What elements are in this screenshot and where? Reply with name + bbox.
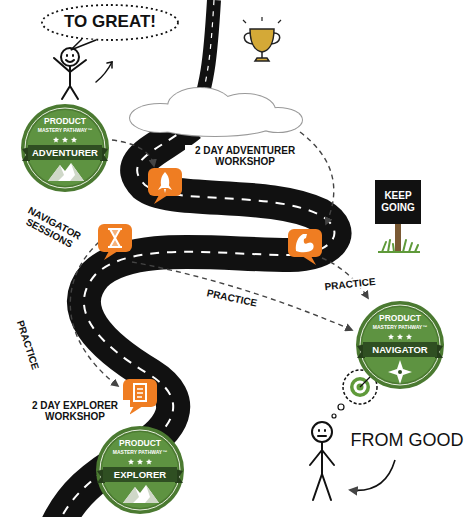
art-part xyxy=(61,48,79,66)
node-text: TO GREAT! xyxy=(64,13,156,32)
badge-star xyxy=(62,137,68,143)
level-badge: PRODUCT MASTERY PATHWAY™ EXPLORER xyxy=(95,425,185,515)
art-part xyxy=(137,389,143,397)
mountain-shade xyxy=(123,485,159,503)
compass-center xyxy=(398,370,402,374)
art-part xyxy=(350,460,395,490)
art-part xyxy=(104,251,118,260)
art-part xyxy=(302,256,316,265)
node-text: ADVENTURER xyxy=(32,147,98,158)
art-part xyxy=(161,172,169,188)
step-label: PRACTICE xyxy=(322,276,378,293)
trophy xyxy=(243,17,281,61)
badge-star xyxy=(388,334,394,340)
art-part xyxy=(243,17,281,23)
node-text: PRODUCT xyxy=(95,439,185,448)
art-part xyxy=(250,29,274,52)
art-part xyxy=(338,404,344,410)
art-part xyxy=(148,168,182,196)
art-part xyxy=(129,406,143,415)
mountain-icon xyxy=(48,163,84,181)
art-part xyxy=(96,62,112,82)
art-part xyxy=(300,132,334,224)
step-label: NAVIGATOR SESSIONS xyxy=(15,201,89,254)
mountain-shade xyxy=(48,163,84,181)
art-part xyxy=(108,229,122,247)
speech-bubble: TO GREAT! xyxy=(40,4,180,41)
rocket-icon xyxy=(148,168,182,204)
art-part xyxy=(288,229,322,257)
art-part xyxy=(296,234,314,252)
badge-band xyxy=(28,145,102,160)
keep-going-sign: KEEP GOING xyxy=(375,180,421,224)
node-text: KEEP GOING xyxy=(380,190,416,214)
badge-star xyxy=(71,137,77,143)
sign-post xyxy=(378,222,420,252)
compass-icon xyxy=(388,360,412,384)
badge-star xyxy=(137,459,143,465)
step-label: 2 DAY EXPLORER WORKSHOP xyxy=(20,400,130,422)
art-part xyxy=(98,224,132,252)
art-part xyxy=(155,112,275,136)
node-text: MASTERY PATHWAY™ xyxy=(95,450,185,455)
art-part xyxy=(255,52,269,61)
art-part xyxy=(332,414,336,418)
badge-star xyxy=(146,459,152,465)
step-label: PRACTICE xyxy=(14,317,41,373)
node-text: MASTERY PATHWAY™ xyxy=(20,128,110,133)
start-label: FROM GOOD xyxy=(349,431,466,451)
art-part xyxy=(318,430,326,436)
art-part xyxy=(66,55,74,62)
node-text: NAVIGATOR xyxy=(372,344,427,355)
step-label: 2 DAY ADVENTURER WORKSHOP xyxy=(185,145,305,167)
art-part xyxy=(130,88,302,136)
art-part xyxy=(395,222,401,252)
node-text: MASTERY PATHWAY™ xyxy=(355,325,445,330)
art-part xyxy=(134,384,146,401)
node-text: EXPLORER xyxy=(114,469,166,480)
stick-figure-top xyxy=(54,48,112,99)
road xyxy=(55,125,334,517)
art-part xyxy=(107,62,112,68)
art-part xyxy=(70,242,118,386)
node-text: PRODUCT xyxy=(355,314,445,323)
art-part xyxy=(378,251,420,253)
badge-star xyxy=(406,334,412,340)
art-part xyxy=(54,58,86,99)
badge-rim xyxy=(96,426,184,514)
badge-rim xyxy=(21,104,109,192)
arm-icon xyxy=(288,229,322,265)
art-part xyxy=(112,140,154,166)
art-part xyxy=(382,240,418,252)
badge-rim xyxy=(356,301,444,389)
level-badge: PRODUCT MASTERY PATHWAY™ ADVENTURER xyxy=(20,103,110,193)
art-part xyxy=(312,422,332,442)
art-part xyxy=(310,442,334,500)
stick-figure-bottom xyxy=(310,422,334,500)
node-text: PRODUCT xyxy=(20,117,110,126)
badge-band xyxy=(103,467,177,482)
bubble-ellipse xyxy=(42,5,178,40)
badge-band xyxy=(363,342,437,357)
bubble-tail xyxy=(71,39,96,50)
hourglass-icon xyxy=(98,224,132,260)
art-part xyxy=(244,33,279,44)
curved-arrow xyxy=(350,460,395,490)
art-part xyxy=(130,88,302,136)
dashed-paths xyxy=(70,132,368,386)
badge-star xyxy=(53,137,59,143)
step-label: PRACTICE xyxy=(204,287,260,309)
art-part xyxy=(155,112,275,136)
art-part xyxy=(132,262,352,330)
art-part xyxy=(158,184,172,193)
badge-star xyxy=(128,459,134,465)
road-center-line xyxy=(55,125,334,517)
cloud xyxy=(130,88,302,136)
badge-star xyxy=(397,334,403,340)
mountain-icon xyxy=(123,485,159,503)
level-badge: PRODUCT MASTERY PATHWAY™ NAVIGATOR xyxy=(355,300,445,390)
art-part xyxy=(154,195,168,204)
